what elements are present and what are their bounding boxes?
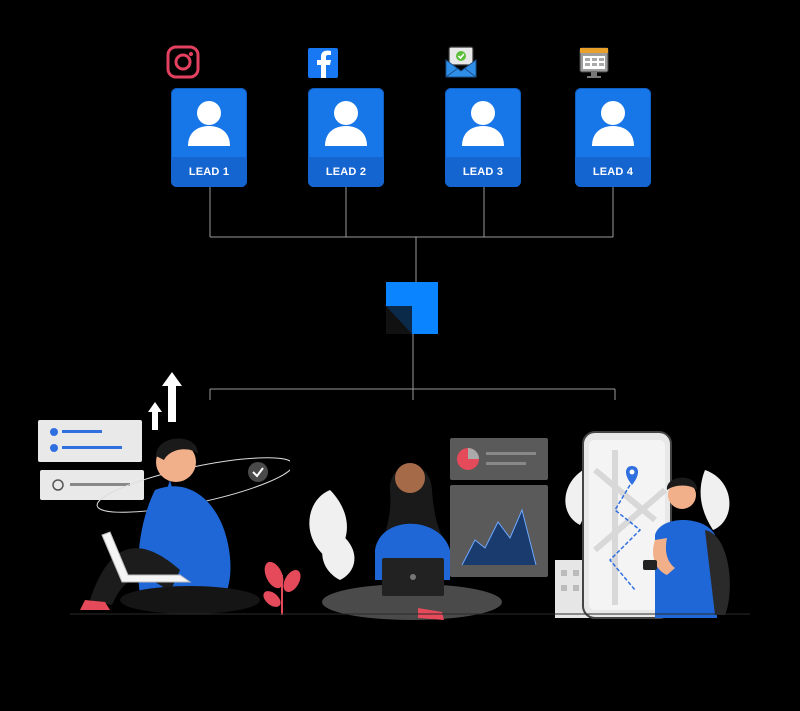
hub-logo-icon [386,282,438,334]
lead-label: LEAD 4 [575,157,651,187]
user-icon [462,101,504,146]
lead-card-3: LEAD 3 [445,88,521,187]
person-phone-map-illustration [555,431,730,619]
web-form-icon [579,47,609,78]
lead-label: LEAD 2 [308,157,384,187]
lead-card-1: LEAD 1 [171,88,247,187]
user-icon [592,101,634,146]
lead-label: LEAD 1 [171,157,247,187]
email-icon [445,46,477,78]
user-icon [188,101,230,146]
ground-line [70,613,750,615]
agent-dashboard-illustration [309,438,548,620]
lead-card-4: LEAD 4 [575,88,651,187]
plant-illustration [263,561,301,615]
user-icon [325,101,367,146]
instagram-icon [166,45,200,79]
facebook-icon [308,48,338,78]
agent-laptop-illustration [38,372,290,614]
lead-card-2: LEAD 2 [308,88,384,187]
lead-label: LEAD 3 [445,157,521,187]
